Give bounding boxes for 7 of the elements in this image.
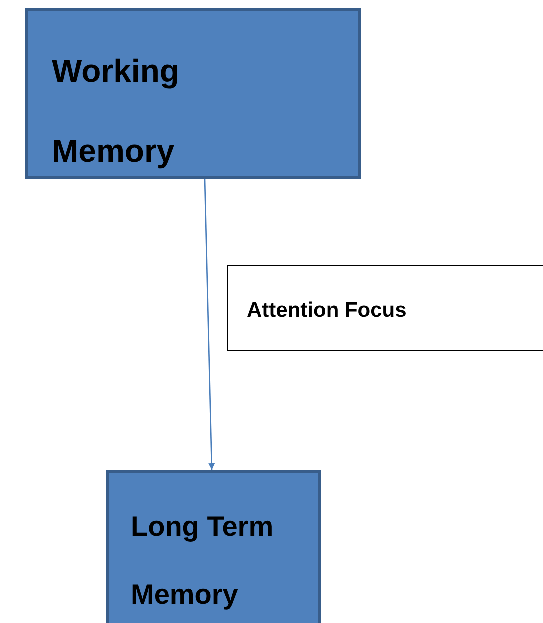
arrow xyxy=(204,178,216,470)
memory-box xyxy=(25,8,361,179)
node-label: Working Memory xyxy=(52,52,180,171)
node-label: Long Term Memory xyxy=(131,510,275,612)
memory-box xyxy=(106,470,321,623)
note-box xyxy=(227,265,543,351)
node-label: Attention Focus xyxy=(247,298,408,324)
